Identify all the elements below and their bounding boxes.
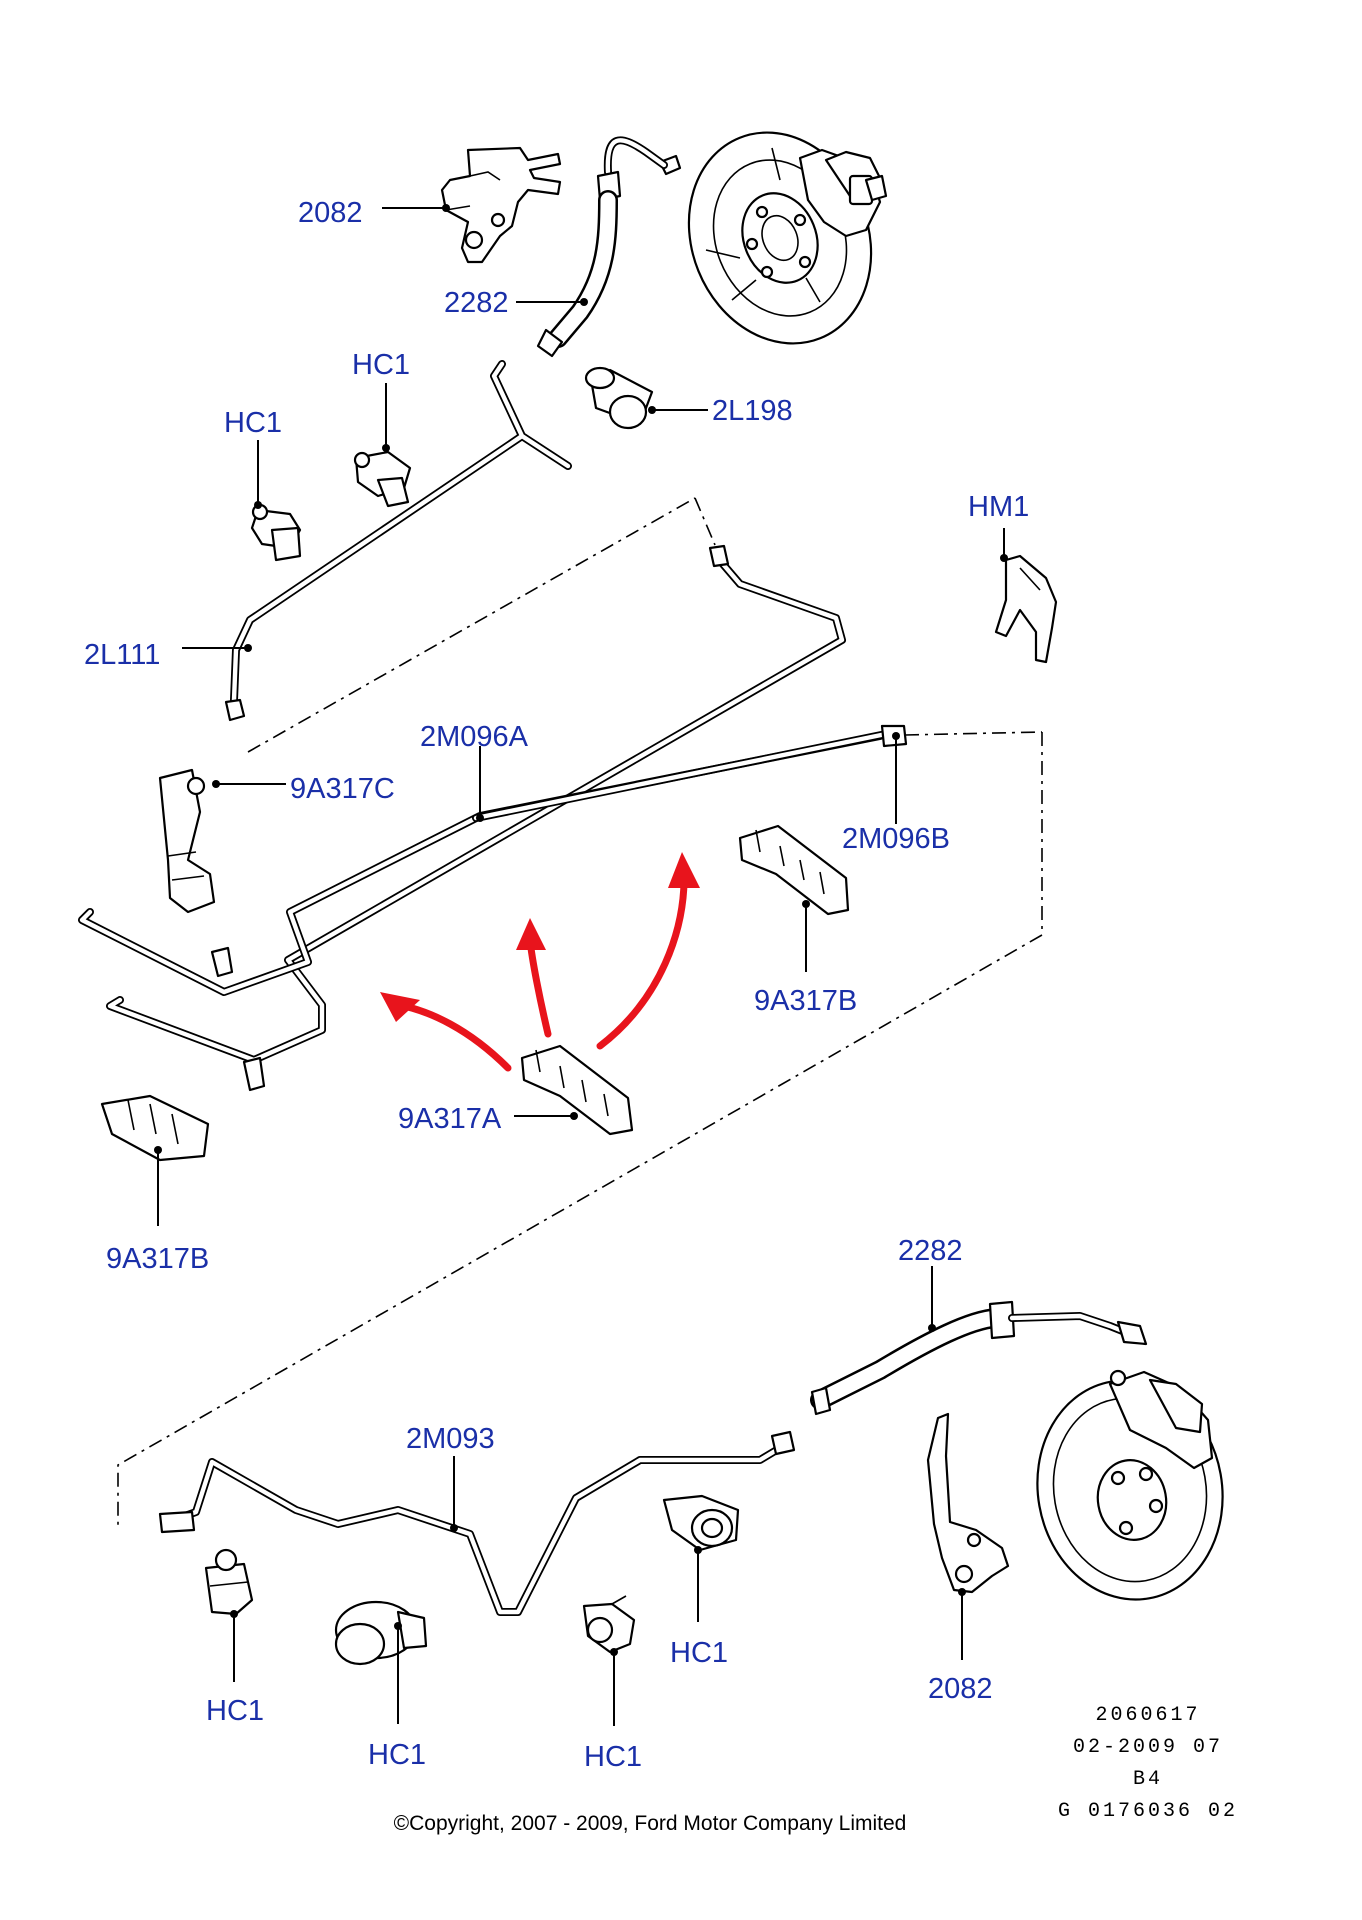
frame-outline-upper: [117, 497, 1043, 1525]
hose-2282-bottom: [810, 1300, 1148, 1416]
label-hc1-lower-4: HC1: [670, 1637, 728, 1669]
clip-9a317b-left: [100, 1094, 210, 1162]
ref-line-3: B4: [1133, 1768, 1163, 1791]
bracket-hm1: [994, 554, 1058, 664]
ref-line-4: G 0176036 02: [1058, 1800, 1238, 1823]
ref-line-1: 2060617: [1095, 1704, 1200, 1727]
clip-hc1-upper-left: [250, 503, 302, 562]
hose-2282-top: [536, 136, 682, 358]
label-hc1-lower-2: HC1: [368, 1739, 426, 1771]
highlight-arrows: [380, 852, 700, 1072]
label-9a317b-left: 9A317B: [106, 1243, 209, 1275]
label-2m096b: 2M096B: [842, 823, 950, 855]
label-hm1: HM1: [968, 491, 1029, 523]
label-2l111: 2L111: [84, 639, 160, 671]
pipe-2m096: [78, 724, 908, 1092]
clip-hc1-lower-4: [662, 1494, 740, 1552]
clip-9a317a: [520, 1044, 634, 1136]
rear-brake-assembly-bottom: [1036, 1369, 1224, 1601]
label-2m096a: 2M096A: [420, 721, 529, 753]
clip-hc1-lower-1: [204, 1548, 254, 1616]
label-9a317c: 9A317C: [290, 773, 395, 805]
ref-line-2: 02-2009 07: [1073, 1736, 1223, 1759]
label-2m093: 2M093: [406, 1423, 495, 1455]
label-hc1-lower-3: HC1: [584, 1741, 642, 1773]
clip-hc1-upper-right: [353, 450, 412, 508]
label-9a317b-right: 9A317B: [754, 985, 857, 1017]
clip-hc1-lower-2: [334, 1600, 428, 1666]
bracket-2082-top: [440, 146, 562, 264]
pipe-2m093: [158, 1430, 796, 1616]
copyright-notice: ©Copyright, 2007 - 2009, Ford Motor Comp…: [394, 1812, 907, 1835]
bracket-2082-bottom: [926, 1412, 1010, 1594]
label-2282-top: 2282: [444, 287, 509, 319]
frame-outline-link: [694, 497, 1043, 736]
label-2082-bottom: 2082: [928, 1673, 993, 1705]
label-hc1-lower-1: HC1: [206, 1695, 264, 1727]
label-2082-top: 2082: [298, 197, 363, 229]
clip-hc1-lower-3: [582, 1595, 636, 1654]
label-2282-bottom: 2282: [898, 1235, 963, 1267]
rear-brake-assembly-top: [687, 131, 888, 345]
grommet-2l198: [584, 366, 654, 430]
pipe-upper-right: [106, 544, 846, 1064]
clip-9a317b-right: [738, 824, 850, 916]
label-hc1-upper-right: HC1: [352, 349, 410, 381]
label-9a317a: 9A317A: [398, 1103, 502, 1135]
label-2l198: 2L198: [712, 395, 793, 427]
pipe-2l111: [224, 360, 572, 722]
label-hc1-upper-left: HC1: [224, 407, 282, 439]
clip-9a317c: [158, 768, 216, 914]
leader-lines: [154, 204, 1008, 1726]
